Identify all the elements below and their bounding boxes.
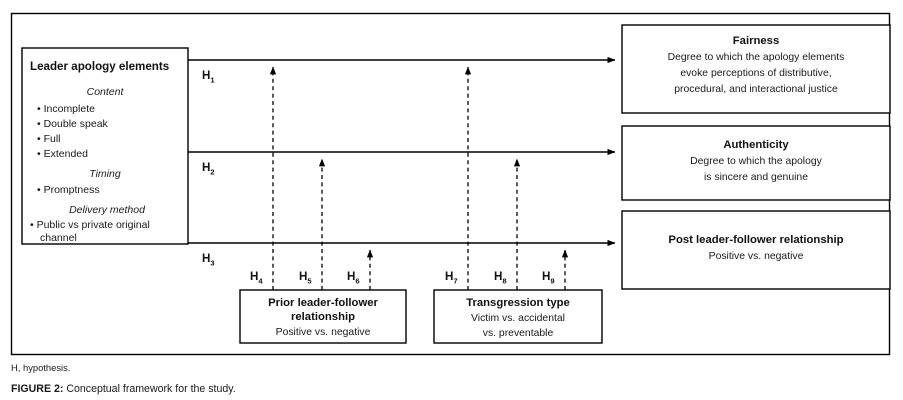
moderator-title-transgression-1: Transgression type — [466, 297, 570, 309]
outcome-line-fairness-2: evoke perceptions of distributive, — [680, 68, 831, 79]
outcome-line-post-relationship-1: Positive vs. negative — [709, 251, 804, 262]
hypothesis-label-h2: H2 — [202, 161, 215, 176]
bullet-promptness: • Promptness — [37, 184, 100, 196]
svg-text:H2: H2 — [202, 161, 215, 176]
hypothesis-label-h4: H4 — [250, 270, 263, 285]
hyp-base-h4: H — [250, 270, 258, 283]
hyp-sub-h8: 8 — [502, 276, 506, 285]
outcome-box-fairness: Fairness Degree to which the apology ele… — [621, 24, 891, 114]
hyp-base-h9: H — [542, 270, 550, 283]
svg-text:H3: H3 — [202, 252, 215, 267]
bullet-public-vs-private-cont: channel — [40, 232, 77, 244]
hyp-base-h2: H — [202, 161, 210, 174]
outcome-title-authenticity: Authenticity — [723, 139, 789, 151]
moderator-title-prior-2: relationship — [291, 311, 355, 323]
hyp-sub-h3: 3 — [210, 258, 214, 267]
hyp-base-h7: H — [445, 270, 453, 283]
outcome-line-authenticity-1: Degree to which the apology — [690, 156, 823, 167]
hypothesis-label-h7: H7 — [445, 270, 458, 285]
hyp-sub-h2: 2 — [210, 167, 214, 176]
outcome-box-post-relationship: Post leader-follower relationship Positi… — [621, 210, 891, 290]
outcome-box-authenticity: Authenticity Degree to which the apology… — [621, 125, 891, 201]
hyp-sub-h1: 1 — [210, 75, 215, 84]
moderator-title-prior-1: Prior leader-follower — [268, 297, 378, 309]
predictor-box: Leader apology elements Content • Incomp… — [21, 47, 189, 245]
moderator-line-transgression-2: vs. preventable — [483, 328, 554, 339]
figure-caption-text: Conceptual framework for the study. — [63, 383, 235, 395]
outcome-title-fairness: Fairness — [733, 35, 779, 47]
figure-caption-prefix: FIGURE 2: — [11, 383, 63, 395]
hypothesis-label-h3: H3 — [202, 252, 215, 267]
outcome-box-post-relationship-outline — [621, 210, 891, 290]
outcome-line-fairness-3: procedural, and interactional justice — [674, 84, 838, 95]
bullet-double-speak: • Double speak — [37, 118, 109, 130]
moderator-line-prior-1: Positive vs. negative — [276, 327, 371, 338]
svg-text:H1: H1 — [202, 69, 215, 84]
figure-note: H, hypothesis. — [11, 362, 70, 373]
hyp-sub-h7: 7 — [453, 276, 457, 285]
moderator-box-prior-relationship: Prior leader-follower relationship Posit… — [239, 289, 407, 344]
svg-text:H4: H4 — [250, 270, 263, 285]
outcome-line-fairness-1: Degree to which the apology elements — [668, 52, 845, 63]
group-heading-content: Content — [87, 86, 125, 98]
hyp-base-h6: H — [347, 270, 355, 283]
svg-text:H7: H7 — [445, 270, 458, 285]
hyp-base-h8: H — [494, 270, 502, 283]
svg-text:H9: H9 — [542, 270, 555, 285]
moderator-line-transgression-1: Victim vs. accidental — [471, 313, 565, 324]
hypothesis-label-h5: H5 — [299, 270, 312, 285]
hypothesis-label-h9: H9 — [542, 270, 555, 285]
outcome-title-post-relationship: Post leader-follower relationship — [668, 234, 843, 246]
hyp-sub-h9: 9 — [550, 276, 554, 285]
predictor-box-outline — [21, 47, 189, 245]
hyp-base-h1: H — [202, 69, 210, 82]
hyp-base-h5: H — [299, 270, 307, 283]
moderator-box-transgression-type: Transgression type Victim vs. accidental… — [433, 289, 603, 344]
bullet-incomplete: • Incomplete — [37, 103, 95, 115]
outcome-box-authenticity-outline — [621, 125, 891, 201]
outcome-box-fairness-outline — [621, 24, 891, 114]
figure-caption: FIGURE 2: Conceptual framework for the s… — [11, 383, 236, 395]
bullet-public-vs-private: • Public vs private original — [30, 219, 150, 231]
hyp-sub-h4: 4 — [258, 276, 263, 285]
hypothesis-label-h6: H6 — [347, 270, 360, 285]
hyp-sub-h5: 5 — [307, 276, 312, 285]
group-heading-timing: Timing — [89, 168, 121, 180]
svg-text:H5: H5 — [299, 270, 312, 285]
outcome-line-authenticity-2: is sincere and genuine — [704, 172, 808, 183]
moderator-box-transgression-type-outline — [433, 289, 603, 344]
svg-text:H6: H6 — [347, 270, 360, 285]
bullet-full: • Full — [37, 133, 61, 145]
hypothesis-label-h8: H8 — [494, 270, 507, 285]
svg-text:H8: H8 — [494, 270, 507, 285]
moderator-box-prior-relationship-outline — [239, 289, 407, 344]
group-heading-delivery-method: Delivery method — [69, 204, 146, 216]
hyp-sub-h6: 6 — [355, 276, 359, 285]
predictor-box-title: Leader apology elements — [30, 60, 169, 73]
hypothesis-label-h1: H1 — [202, 69, 215, 84]
hyp-base-h3: H — [202, 252, 210, 265]
bullet-extended: • Extended — [37, 148, 88, 160]
